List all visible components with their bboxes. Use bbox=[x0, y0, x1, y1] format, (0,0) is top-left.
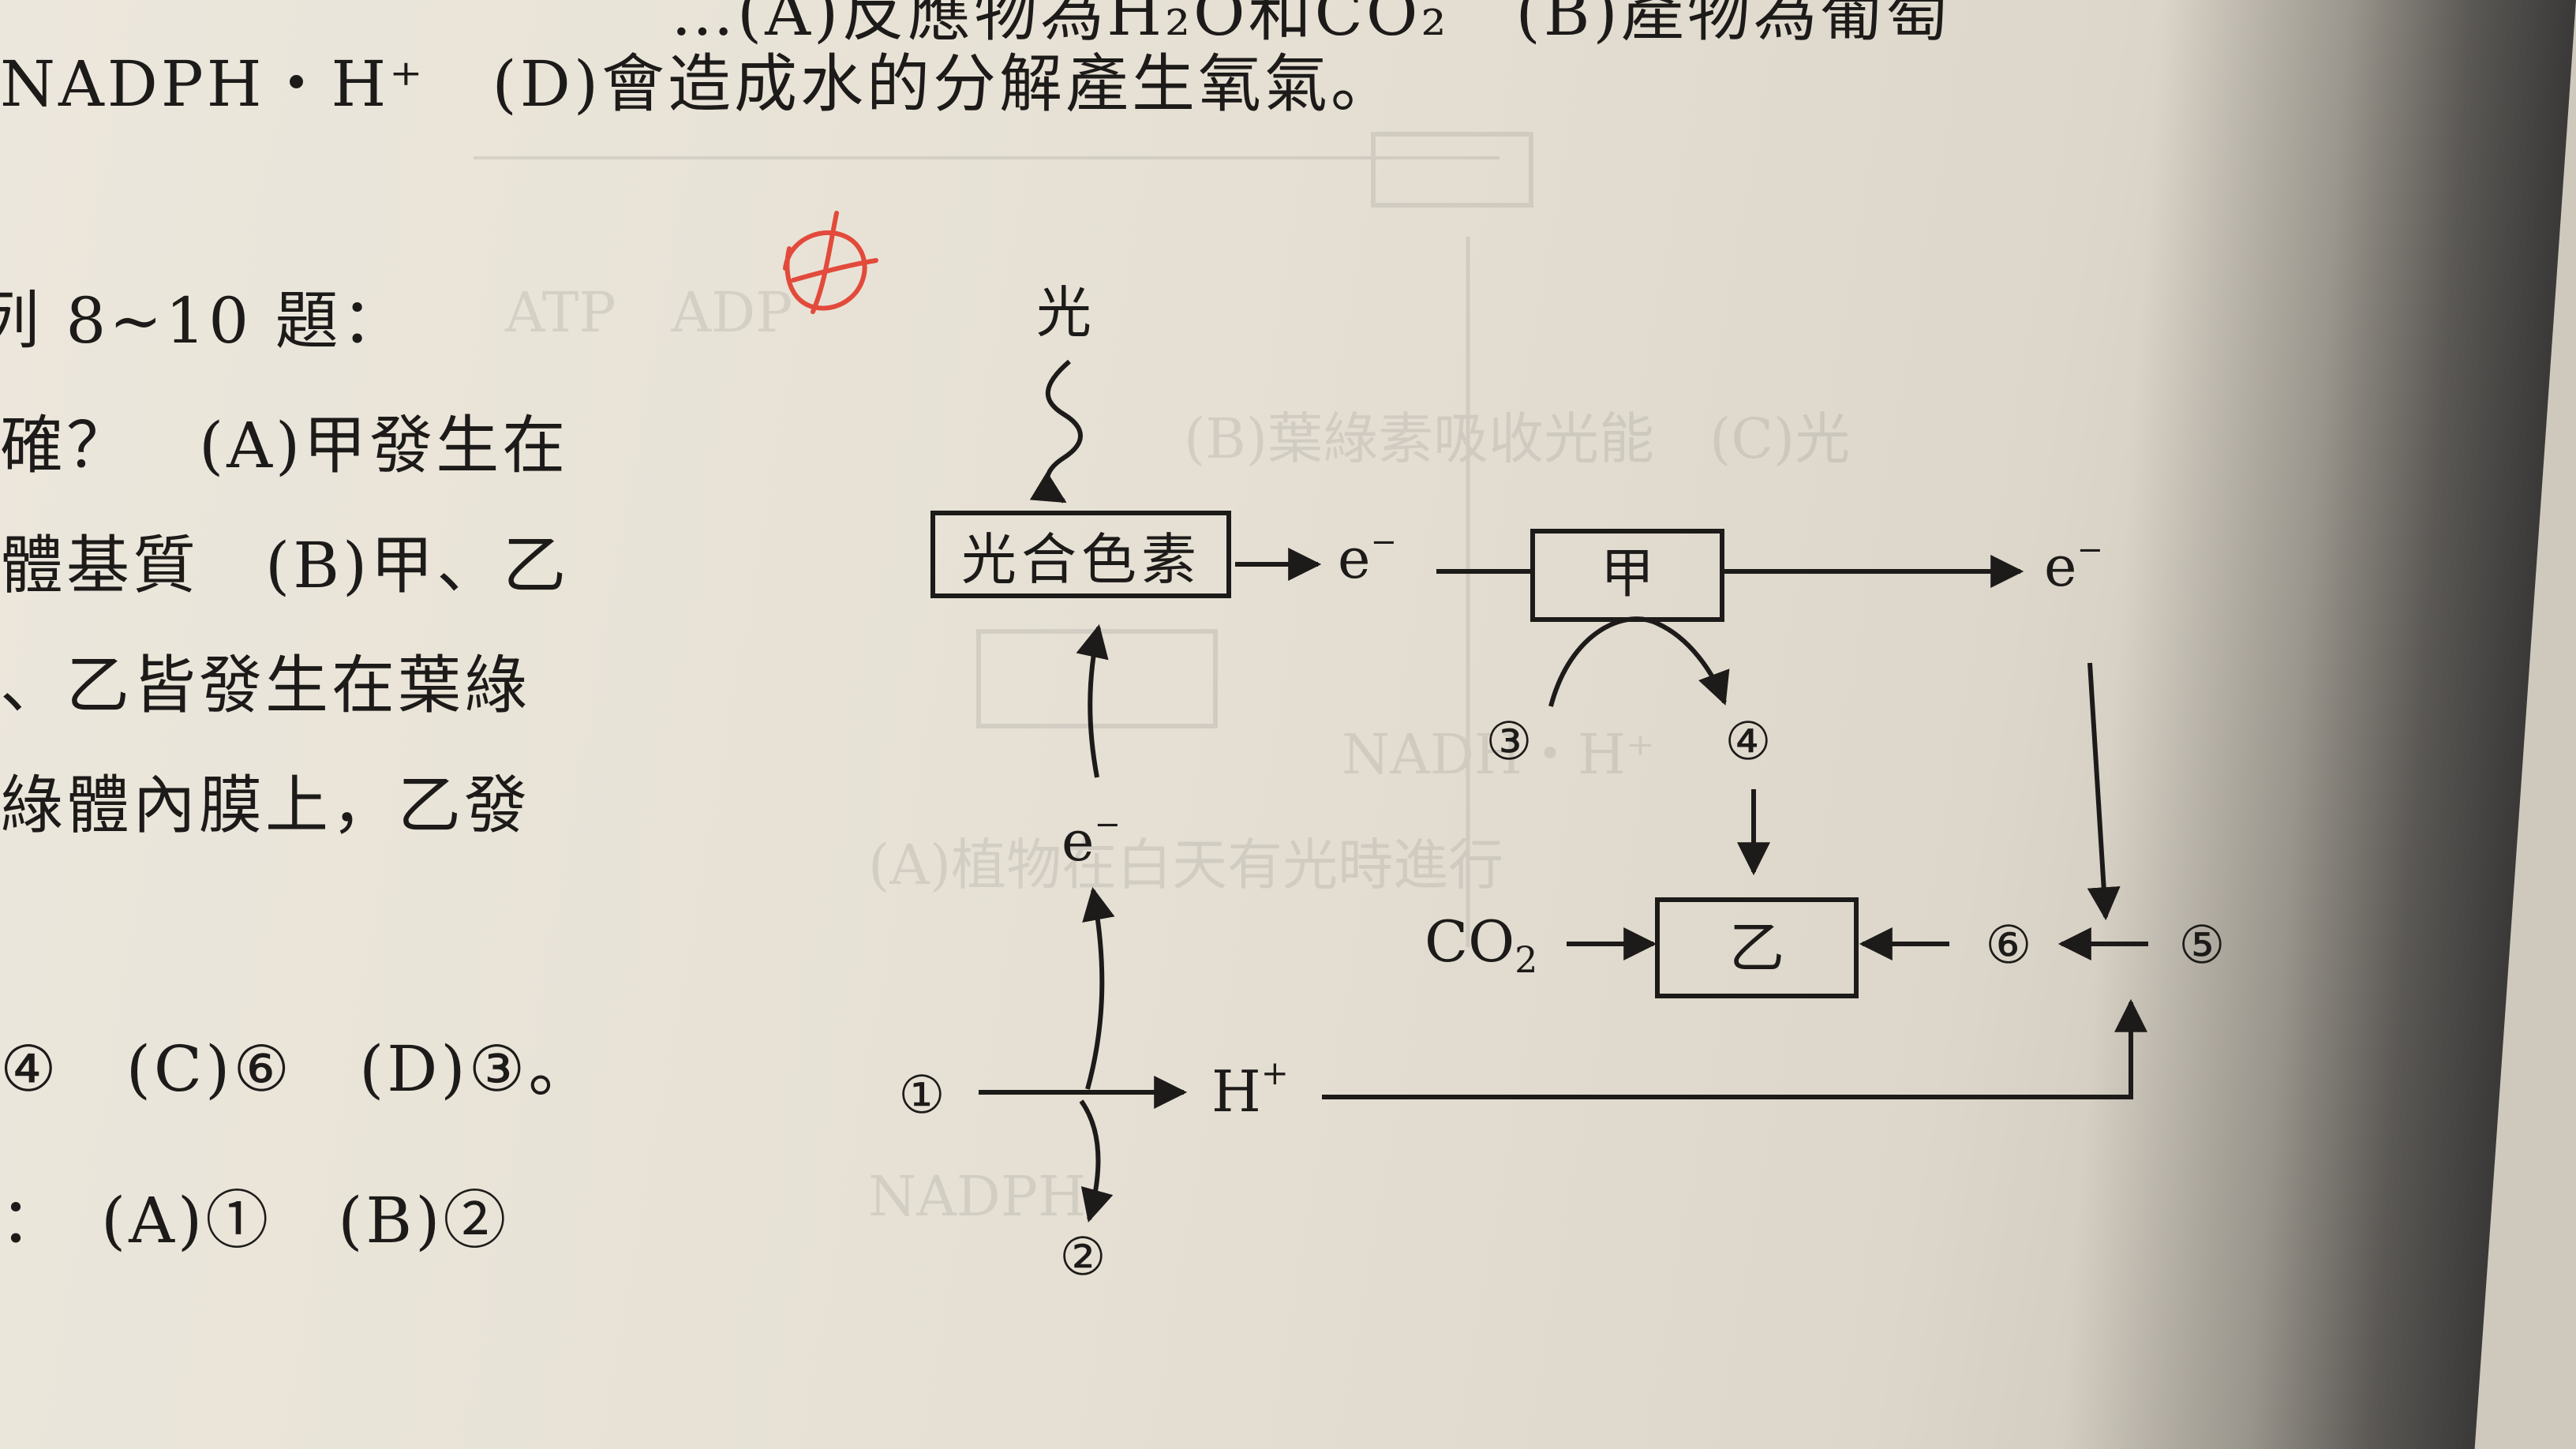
label-2: ② bbox=[1059, 1226, 1106, 1287]
label-6: ⑥ bbox=[1985, 915, 2031, 975]
red-handwritten-mark-icon bbox=[783, 211, 878, 314]
label-1: ① bbox=[898, 1065, 945, 1125]
light-label: 光 bbox=[1036, 280, 1091, 345]
arrow-hplus-to-5 bbox=[1322, 998, 2147, 1099]
question-8-line-3: 、乙皆發生在葉綠 bbox=[0, 649, 530, 722]
question-line-nadph: NADPH・H⁺ (D)會造成水的分解產生氧氣。 bbox=[0, 47, 1398, 121]
arrow-electron-up-to-pigment bbox=[1076, 623, 1109, 778]
label-5: ⑤ bbox=[2178, 915, 2225, 975]
light-wave-arrow bbox=[1029, 359, 1083, 504]
hplus-label: H+ bbox=[1211, 1054, 1289, 1125]
arrow-split-up-to-electron bbox=[1082, 886, 1115, 1090]
question-10-options: ： (A)① (B)② bbox=[0, 1184, 510, 1257]
question-8-line-1: 確？ (A)甲發生在 bbox=[0, 409, 569, 482]
svg-text:NADPH: NADPH bbox=[868, 1164, 1086, 1229]
question-8-line-4: 綠體內膜上，乙發 bbox=[0, 769, 530, 842]
electron-label-3: e− bbox=[1061, 807, 1121, 874]
co2-label: CO2 bbox=[1425, 908, 1537, 981]
arrow-3-to-4 bbox=[1548, 616, 1730, 707]
box-yi bbox=[1655, 897, 1859, 998]
pigment-box bbox=[930, 511, 1231, 598]
label-4: ④ bbox=[1724, 711, 1771, 772]
arrow-split-down-to-2 bbox=[1079, 1099, 1114, 1223]
svg-text:(A)植物在白天有光時進行: (A)植物在白天有光時進行 bbox=[868, 833, 1503, 897]
question-9-options: ④ (C)⑥ (D)③。 bbox=[0, 1032, 595, 1106]
question-line-top: …(A)反應物為H₂O和CO₂ (B)產物為葡萄 bbox=[671, 0, 1953, 50]
svg-text:(B)葉綠素吸收光能 (C)光: (B)葉綠素吸收光能 (C)光 bbox=[1184, 406, 1850, 471]
box-yi-label: 乙 bbox=[1729, 915, 1784, 980]
question-heading-8-10: 列 8~10 題： bbox=[0, 284, 408, 358]
svg-text:NADH・H⁺: NADH・H⁺ bbox=[1342, 722, 1655, 787]
electron-label-1: e− bbox=[1338, 524, 1397, 591]
electron-label-2: e− bbox=[2044, 532, 2103, 599]
pigment-label: 光合色素 bbox=[961, 527, 1201, 592]
svg-text:ATP ADP: ATP ADP bbox=[504, 280, 792, 345]
label-3: ③ bbox=[1485, 711, 1532, 772]
question-8-line-2: 體基質 (B)甲、乙 bbox=[0, 529, 570, 602]
box-jia-label: 甲 bbox=[1601, 543, 1654, 605]
arrow-electron-down bbox=[2087, 662, 2121, 921]
